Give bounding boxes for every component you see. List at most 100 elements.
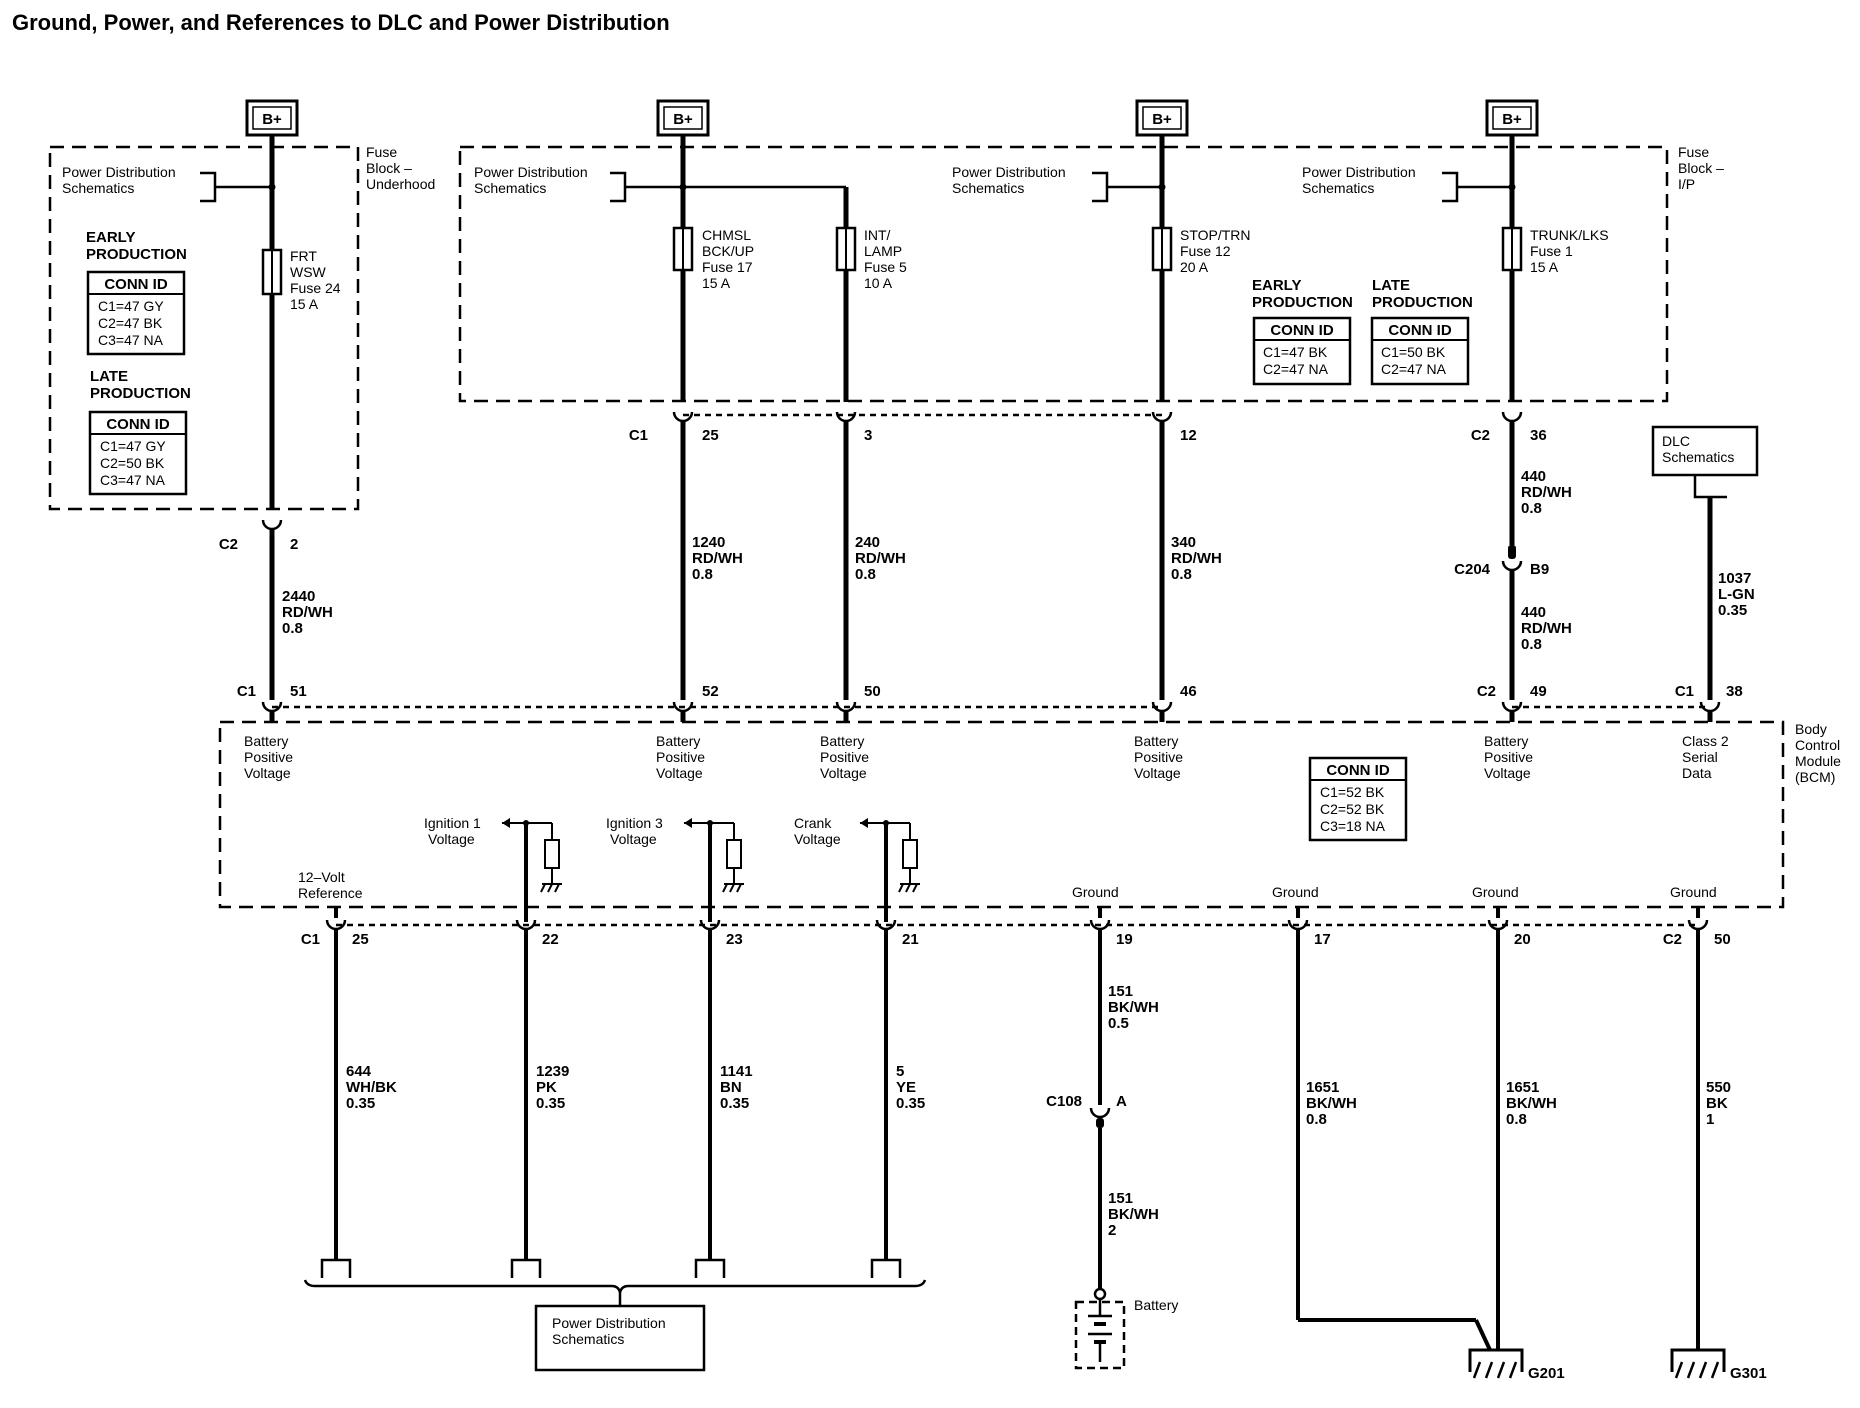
svg-text:440: 440	[1521, 604, 1546, 621]
svg-text:12–Volt: 12–Volt	[298, 869, 345, 885]
svg-text:1141: 1141	[720, 1063, 753, 1080]
pin-number: 3	[864, 427, 872, 444]
svg-text:C2: C2	[1477, 683, 1496, 700]
svg-text:0.8: 0.8	[1171, 566, 1192, 583]
svg-text:0.8: 0.8	[855, 566, 876, 583]
svg-text:PRODUCTION: PRODUCTION	[1372, 294, 1473, 311]
svg-text:Fuse: Fuse	[1678, 144, 1709, 160]
c204-connector: C204 B9	[1454, 545, 1549, 578]
svg-text:Power Distribution: Power Distribution	[474, 164, 588, 180]
svg-text:C1: C1	[301, 931, 320, 948]
svg-text:B+: B+	[1152, 111, 1172, 128]
svg-text:340: 340	[1171, 534, 1196, 551]
svg-text:10 A: 10 A	[864, 275, 893, 291]
svg-text:49: 49	[1530, 683, 1547, 700]
svg-text:BK/WH: BK/WH	[1506, 1095, 1557, 1112]
svg-text:Positive: Positive	[820, 749, 869, 765]
svg-text:0.8: 0.8	[1521, 636, 1542, 653]
svg-text:I/P: I/P	[1678, 176, 1695, 192]
svg-text:0.35: 0.35	[896, 1095, 925, 1112]
circuit-stop-trn: STOP/TRN Fuse 12 20 A 12 340 RD/WH 0.8	[1151, 135, 1251, 700]
crank-input: Crank Voltage	[794, 815, 920, 922]
svg-text:C1=47 BK: C1=47 BK	[1263, 344, 1328, 360]
svg-text:151: 151	[1108, 1190, 1133, 1207]
svg-text:20 A: 20 A	[1180, 259, 1209, 275]
svg-text:CONN ID: CONN ID	[106, 416, 170, 433]
svg-text:CONN ID: CONN ID	[1270, 322, 1334, 339]
svg-text:46: 46	[1180, 683, 1197, 700]
svg-text:Voltage: Voltage	[820, 765, 867, 781]
diagram-title: Ground, Power, and References to DLC and…	[12, 10, 670, 35]
svg-text:PRODUCTION: PRODUCTION	[86, 246, 187, 263]
svg-text:RD/WH: RD/WH	[1521, 620, 1572, 637]
svg-text:51: 51	[290, 683, 307, 700]
svg-text:WSW: WSW	[290, 264, 327, 280]
b-plus-terminal: B+	[245, 99, 299, 137]
wire-label: 240 RD/WH 0.8	[855, 534, 906, 583]
svg-text:LATE: LATE	[1372, 277, 1410, 294]
wire-label: 1651 BK/WH 0.8	[1506, 1079, 1557, 1128]
svg-text:0.8: 0.8	[1506, 1111, 1527, 1128]
fuse-label: CHMSL BCK/UP Fuse 17 15 A	[702, 227, 754, 291]
svg-text:2: 2	[1108, 1222, 1116, 1239]
circuit-ground-battery: 151 BK/WH 0.5 C108 A 151 BK/WH 2 Battery	[1046, 930, 1178, 1370]
connector-id: C1	[629, 427, 648, 444]
svg-text:0.35: 0.35	[536, 1095, 565, 1112]
wire-label: 5 YE 0.35	[896, 1063, 925, 1112]
wire-label: 1240 RD/WH 0.8	[692, 534, 743, 583]
svg-text:(BCM): (BCM)	[1795, 769, 1835, 785]
svg-text:0.8: 0.8	[1521, 500, 1542, 517]
svg-text:23: 23	[726, 931, 743, 948]
fuse-symbol	[835, 226, 857, 272]
svg-text:1651: 1651	[1306, 1079, 1339, 1096]
svg-text:C204: C204	[1454, 561, 1491, 578]
svg-text:Ground: Ground	[1472, 884, 1519, 900]
svg-text:Schematics: Schematics	[552, 1331, 624, 1347]
wire-label: 1141 BN 0.35	[720, 1063, 753, 1112]
connector-id: C2	[1471, 427, 1490, 444]
svg-text:20: 20	[1514, 931, 1531, 948]
b-plus-terminal: B+	[1485, 99, 1539, 137]
svg-text:Ignition 3: Ignition 3	[606, 815, 663, 831]
fuse-label: FRT WSW Fuse 24 15 A	[290, 248, 341, 312]
svg-text:PK: PK	[536, 1079, 557, 1096]
svg-text:Fuse 1: Fuse 1	[1530, 243, 1573, 259]
svg-text:Positive: Positive	[1484, 749, 1533, 765]
svg-text:C3=47 NA: C3=47 NA	[98, 332, 164, 348]
conn-id-table-ip-late: CONN ID C1=50 BK C2=47 NA	[1370, 316, 1470, 386]
pin-number: 2	[290, 536, 298, 553]
svg-text:Reference: Reference	[298, 885, 363, 901]
svg-text:0.8: 0.8	[692, 566, 713, 583]
ground-g301-label: G301	[1730, 1365, 1767, 1382]
connector-symbol	[835, 410, 857, 423]
svg-text:WH/BK: WH/BK	[346, 1079, 397, 1096]
svg-text:1037: 1037	[1718, 570, 1751, 587]
svg-text:Ground: Ground	[1072, 884, 1119, 900]
circuit-frt-wsw: FRT WSW Fuse 24 15 A C2 2 2440 RD/WH 0.8	[219, 135, 341, 700]
bcm-outline	[218, 720, 1785, 909]
circuit-int-lamp: INT/ LAMP Fuse 5 10 A 3 240 RD/WH 0.8	[835, 187, 907, 700]
power-distribution-ref-bottom: Power Distribution Schematics	[534, 1304, 706, 1372]
conn-id-table-ip-early: CONN ID C1=47 BK C2=47 NA	[1252, 316, 1352, 386]
svg-text:5: 5	[896, 1063, 904, 1080]
fuse-block-underhood-outline	[48, 145, 360, 511]
svg-text:LAMP: LAMP	[864, 243, 902, 259]
svg-text:25: 25	[352, 931, 369, 948]
svg-text:LATE: LATE	[90, 368, 128, 385]
ground-g201-label: G201	[1528, 1365, 1565, 1382]
circuit-trunk-lks: TRUNK/LKS Fuse 1 15 A C2 36 440 RD/WH 0.…	[1454, 135, 1609, 700]
reference-label: 12–Volt Reference	[298, 869, 363, 901]
svg-text:Underhood: Underhood	[366, 176, 435, 192]
svg-text:Ground: Ground	[1272, 884, 1319, 900]
power-distribution-ref: Power Distribution Schematics	[952, 164, 1166, 203]
fuse-block-underhood-label: Fuse Block – Underhood	[366, 144, 435, 192]
svg-text:B+: B+	[262, 111, 282, 128]
svg-text:C2: C2	[1663, 931, 1682, 948]
svg-text:Positive: Positive	[244, 749, 293, 765]
circuit-12v-reference: 644 WH/BK 0.35	[334, 930, 397, 1260]
svg-text:YE: YE	[896, 1079, 916, 1096]
svg-text:C108: C108	[1046, 1093, 1082, 1110]
late-production-label: LATE PRODUCTION	[1372, 277, 1473, 311]
svg-text:Serial: Serial	[1682, 749, 1718, 765]
svg-text:50: 50	[1714, 931, 1731, 948]
